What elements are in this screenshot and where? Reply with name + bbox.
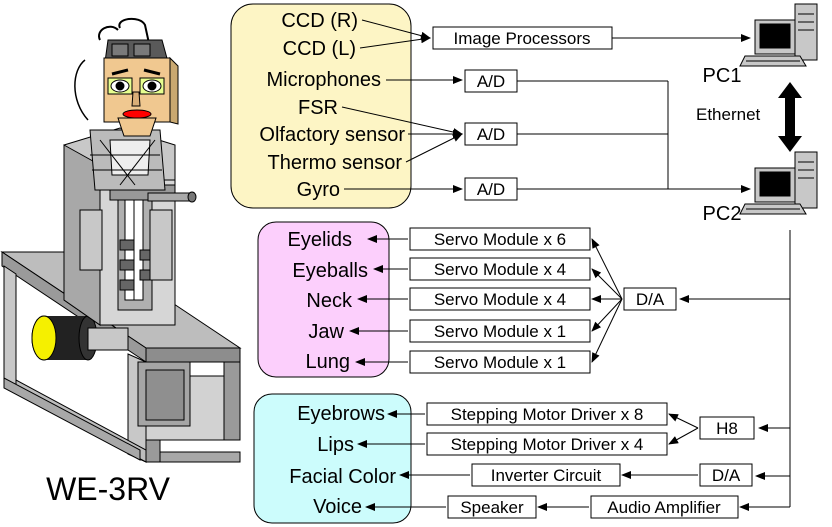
ad-label-3: A/D <box>477 180 505 199</box>
sensor-fsr: FSR <box>298 97 338 119</box>
sensor-gyro: Gyro <box>297 179 340 201</box>
audio-amplifier-box <box>590 495 739 519</box>
servo-module-label-5: Servo Module x 1 <box>434 353 566 372</box>
ethernet-label: Ethernet <box>696 105 761 124</box>
stepper-output-panel <box>253 393 412 524</box>
audio-amplifier-label: Audio Amplifier <box>607 498 721 517</box>
image-processors-label: Image Processors <box>454 29 591 48</box>
servo-module-label-3: Servo Module x 4 <box>434 290 566 309</box>
servo-module-box-2 <box>409 257 591 281</box>
stepper-connectors <box>357 410 699 511</box>
servo-module-box-5 <box>409 350 591 374</box>
servo-da-label: D/A <box>636 290 665 309</box>
h8-label: H8 <box>716 419 738 438</box>
stepper-outputs: Eyebrows Lips Facial Color Voice <box>289 403 396 518</box>
ad-label-1: A/D <box>477 72 505 91</box>
servo-module-label-2: Servo Module x 4 <box>434 260 566 279</box>
servo-outputs: Eyelids Eyeballs Neck Jaw Lung <box>288 229 368 373</box>
stepper-da-box <box>699 463 753 487</box>
robot-head <box>74 17 179 137</box>
output-voice: Voice <box>313 496 362 518</box>
pc2-output-bus <box>679 230 791 511</box>
sensor-olfactory: Olfactory sensor <box>259 124 405 146</box>
output-facial-color: Facial Color <box>289 466 396 488</box>
robot-name: WE-3RV <box>46 471 171 507</box>
servo-modules: Servo Module x 6 Servo Module x 4 Servo … <box>409 227 677 374</box>
output-eyebrows: Eyebrows <box>297 403 385 425</box>
inverter-label: Inverter Circuit <box>491 466 602 485</box>
output-eyeballs: Eyeballs <box>292 260 368 282</box>
sensor-thermo: Thermo sensor <box>268 152 403 174</box>
servo-module-box-1 <box>409 227 591 251</box>
output-lips: Lips <box>317 434 354 456</box>
robot-torso <box>63 127 197 326</box>
servo-module-box-4 <box>409 319 591 343</box>
ethernet-arrow <box>778 82 802 152</box>
output-lung: Lung <box>306 351 351 373</box>
stepper-modules: Stepping Motor Driver x 8 Stepping Motor… <box>426 402 755 519</box>
sensor-ccd-r: CCD (R) <box>281 10 358 32</box>
output-jaw: Jaw <box>308 321 344 343</box>
pc2-label: PC2 <box>703 203 742 225</box>
sensor-connectors <box>341 19 751 193</box>
sensor-ccd-l: CCD (L) <box>283 38 356 60</box>
speaker-label: Speaker <box>460 498 524 517</box>
pc2-computer-icon <box>739 151 818 215</box>
servo-module-label-4: Servo Module x 1 <box>434 322 566 341</box>
stepper-driver-box-2 <box>426 432 668 456</box>
speaker-box <box>447 495 537 519</box>
stepper-driver-box-1 <box>426 402 668 426</box>
pc1-label: PC1 <box>703 65 742 87</box>
inverter-box <box>471 463 621 487</box>
servo-module-box-3 <box>409 287 591 311</box>
sensor-microphones: Microphones <box>266 69 381 91</box>
h8-box <box>699 416 755 440</box>
servo-da-box <box>623 287 677 311</box>
stepper-driver-label-2: Stepping Motor Driver x 4 <box>451 435 644 454</box>
sensor-labels: CCD (R) CCD (L) Microphones FSR Olfactor… <box>259 10 405 201</box>
stepper-da-label: D/A <box>712 466 741 485</box>
ad-label-2: A/D <box>477 125 505 144</box>
servo-connectors <box>349 235 623 366</box>
sensor-processing: Image Processors A/D A/D A/D <box>432 26 613 201</box>
output-neck: Neck <box>306 290 353 312</box>
pc1-computer-icon <box>739 3 818 67</box>
output-eyelids: Eyelids <box>288 229 352 251</box>
servo-module-label-1: Servo Module x 6 <box>434 230 566 249</box>
robot-illustration: WE-3RV <box>0 17 242 507</box>
sensor-panel <box>230 3 412 209</box>
stepper-driver-label-1: Stepping Motor Driver x 8 <box>451 405 644 424</box>
